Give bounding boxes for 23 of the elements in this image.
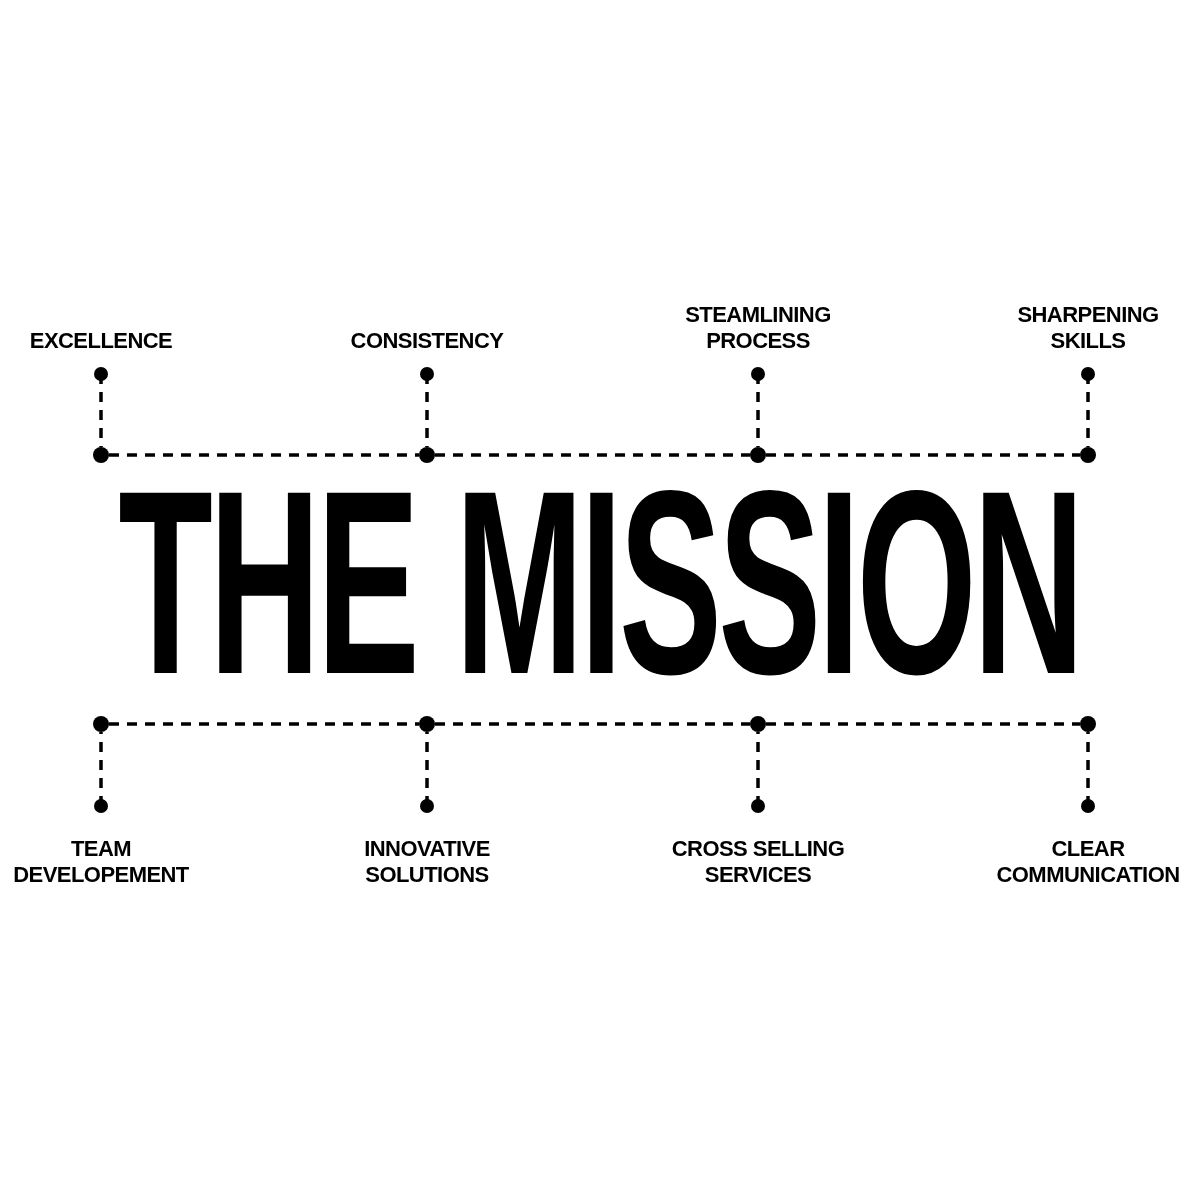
node-label: CROSS SELLING SERVICES [670, 836, 846, 888]
dashed-connector [766, 722, 1080, 726]
dashed-connector [751, 732, 765, 813]
dashed-connector [766, 453, 1080, 457]
dashed-connector [435, 722, 750, 726]
dashed-connector [1081, 732, 1095, 813]
dashed-connector [751, 367, 765, 447]
dashed-connector [420, 367, 434, 447]
node-label: SHARPENING SKILLS [1016, 302, 1160, 354]
dashed-connector [109, 453, 419, 457]
dashed-connector [420, 732, 434, 813]
dashed-connector [435, 453, 750, 457]
title: THE MISSION [118, 452, 1082, 714]
node-label: TEAM DEVELOPEMENT [12, 836, 190, 888]
node-label: CONSISTENCY [350, 328, 504, 354]
node-label: INNOVATIVE SOLUTIONS [363, 836, 491, 888]
dashed-connector [109, 722, 419, 726]
dashed-connector [1081, 367, 1095, 447]
dashed-connector [94, 732, 108, 813]
node-label: EXCELLENCE [29, 328, 173, 354]
node-label: STEAMLINING PROCESS [684, 302, 832, 354]
dashed-connector [94, 367, 108, 447]
node-label: CLEAR COMMUNICATION [995, 836, 1181, 888]
